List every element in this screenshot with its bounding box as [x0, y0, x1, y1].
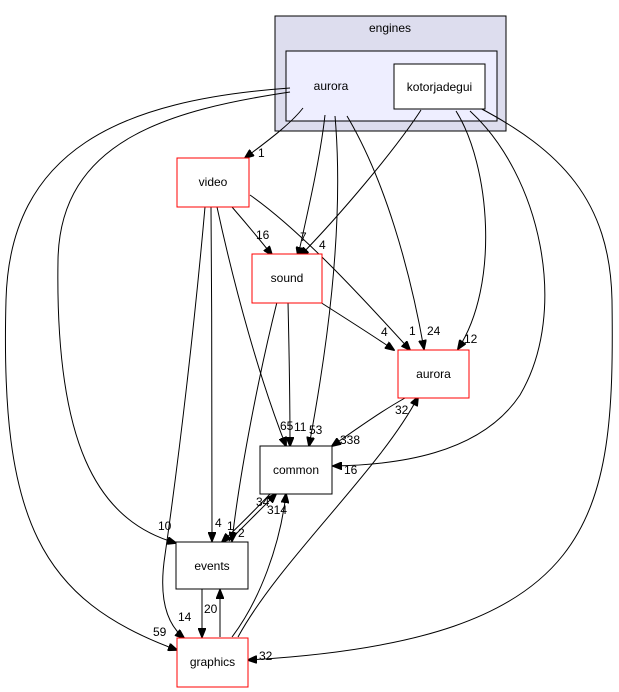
edge-graphics-aurora[interactable]: [237, 397, 418, 638]
edge-label-common-events: 2: [238, 526, 245, 540]
edge-aurora-common[interactable]: [332, 397, 406, 446]
node-kotorjadegui-label: kotorjadegui: [407, 80, 472, 94]
node-graphics[interactable]: graphics: [176, 637, 249, 688]
edge-video-aurora[interactable]: [249, 194, 410, 350]
edge-aurora-common-2[interactable]: [309, 115, 339, 446]
edge-label-aurora-video: 1: [258, 146, 265, 160]
edge-label-video-aurora: 1: [409, 324, 416, 338]
edge-label-graphics-aurora: 32: [395, 403, 409, 417]
node-aurora[interactable]: aurora: [397, 349, 470, 399]
edge-graphics-common[interactable]: [231, 494, 286, 638]
edge-label-aurora-common-2: 53: [309, 423, 323, 437]
edge-label-kotorjadegui-sound: 4: [319, 238, 326, 252]
edge-labels: 1 7 4 16 1 24 4 12 338 16 65 11 53 32 34…: [153, 146, 478, 663]
edge-label-aurora-graphics: 59: [153, 625, 167, 639]
node-events[interactable]: events: [175, 541, 249, 590]
edge-label-sound-events: 1: [227, 519, 234, 533]
edge-label-graphics-events: 20: [204, 602, 218, 616]
cluster-engines-label: engines: [369, 21, 411, 35]
edge-label-aurora-common: 338: [340, 433, 360, 447]
edge-aurora-aurora[interactable]: [346, 115, 424, 349]
node-common-label: common: [273, 463, 319, 477]
edge-label-sound-aurora: 4: [381, 325, 388, 339]
node-aurora-label: aurora: [416, 367, 451, 381]
edge-label-sound-common: 11: [294, 420, 307, 434]
edge-sound-events[interactable]: [232, 301, 278, 541]
edge-aurora-events[interactable]: [57, 91, 291, 543]
edge-kotorjadegui-common[interactable]: [333, 110, 546, 466]
edge-aurora-graphics[interactable]: [4, 87, 291, 650]
edge-sound-aurora[interactable]: [319, 301, 394, 350]
edge-label-kotorjadegui-common: 16: [344, 463, 358, 477]
edge-label-video-sound: 16: [256, 228, 270, 242]
edge-label-aurora-aurora: 24: [427, 324, 441, 338]
edge-label-graphics-common: 314: [267, 503, 287, 517]
edge-aurora-sound[interactable]: [298, 114, 326, 256]
edge-label-video-graphics: 14: [178, 610, 192, 624]
edge-kotorjadegui-aurora[interactable]: [455, 110, 487, 349]
edge-kotorjadegui-graphics[interactable]: [248, 106, 613, 660]
edge-kotorjadegui-sound[interactable]: [300, 109, 422, 256]
edge-sound-common[interactable]: [288, 301, 290, 446]
edge-label-kotorjadegui-graphics: 32: [259, 649, 273, 663]
node-graphics-label: graphics: [190, 655, 235, 669]
edge-aurora-video[interactable]: [245, 107, 304, 158]
edge-label-video-events: 4: [215, 516, 222, 530]
node-events-label: events: [194, 559, 229, 573]
cluster-aurora-label: aurora: [314, 79, 349, 93]
edge-video-common[interactable]: [216, 206, 286, 446]
node-sound-label: sound: [271, 271, 304, 285]
node-sound[interactable]: sound: [251, 253, 323, 304]
edge-common-events[interactable]: [222, 493, 271, 542]
node-video-label: video: [199, 175, 228, 189]
edge-label-video-common: 65: [280, 419, 294, 433]
edge-video-sound[interactable]: [231, 206, 272, 255]
node-video[interactable]: video: [176, 157, 250, 208]
node-kotorjadegui[interactable]: kotorjadegui: [393, 63, 486, 110]
edge-label-aurora-sound: 7: [300, 230, 307, 244]
edge-video-events[interactable]: [211, 206, 212, 541]
edge-label-events-common: 34: [256, 495, 270, 509]
edges: [4, 87, 613, 660]
edge-label-aurora-events: 10: [158, 519, 172, 533]
edge-video-graphics[interactable]: [162, 206, 206, 638]
edge-label-kotorjadegui-aurora: 12: [464, 332, 478, 346]
node-common[interactable]: common: [259, 445, 333, 495]
